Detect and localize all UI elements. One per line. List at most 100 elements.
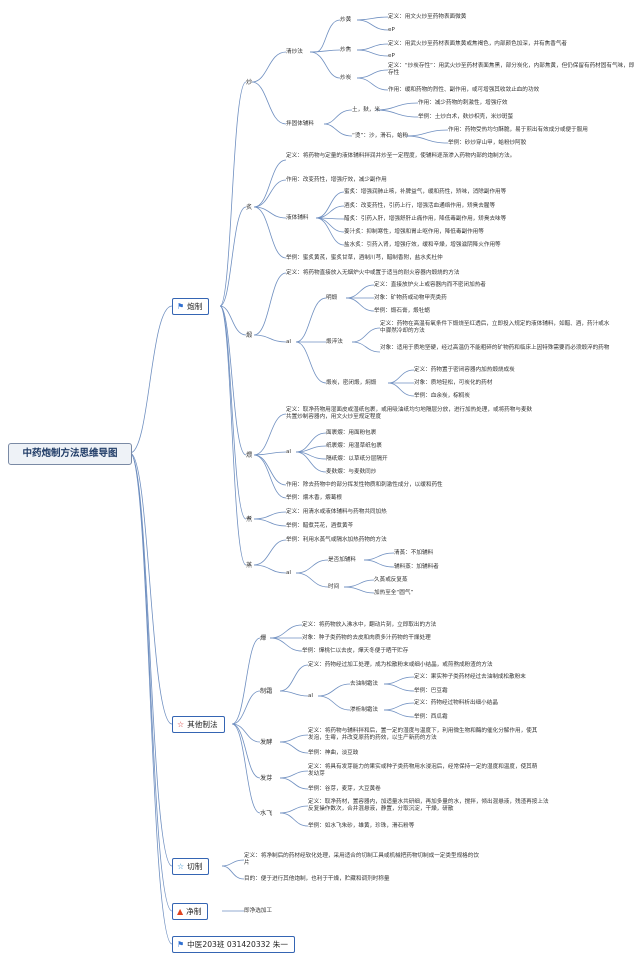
node-shenxi[interactable]: 渗析制霜法 [350,707,378,713]
node-chaotan[interactable]: 炒炭 [340,75,352,81]
duan-def: 定义：将药物直接放入无烟炉火中或置于适当的耐火容器内煅烧的方法 [286,270,460,276]
menduan-obj: 对象：质地轻松，可炭化的药材 [414,380,493,386]
tang-eg: 举例：砂炒穿山甲，蛤粉炒阿胶 [448,140,527,146]
zhi-def: 定义：将药物与定量的液体辅料拌润并炒至一定程度，使辅料逐渐渗入药物内部的炮制方法… [286,153,516,159]
node-faya[interactable]: 发芽 [260,775,273,782]
node-shuang[interactable]: 制霜 [260,688,273,695]
node-menduan[interactable]: 煅炭，密闭煅，焖煅 [326,380,377,386]
root-node[interactable]: 中药炮制方法思维导图 [8,443,132,465]
node-zhi-liquid[interactable]: 液体辅料 [286,215,309,221]
zheng-time-b: 加热至全“圆气” [374,590,414,596]
node-zhi[interactable]: 炙 [246,204,253,211]
jing-text: 即净选加工 [244,908,272,914]
flag-icon: ⚑ [177,302,185,311]
tu-eg: 举例：土炒白术，麸炒枳壳，米炒斑蝥 [418,114,514,120]
wei-def: 定义：取净药物用湿面皮或湿纸包裹，或用吸油纸均匀地隔层分放，进行加热处理，或将药… [286,407,533,421]
mingduan-obj: 对象：矿物药或动物甲壳类药 [374,295,447,301]
qie-def: 定义：将净制后的药材经软化处理，采用适合的切制工具或机械把药物切制成一定类型规格… [244,853,479,867]
zhi-item: 酒炙：改变药性，引药上行，增强活血通络作用，矫臭去腥等 [344,203,496,209]
star-icon: ☆ [177,720,185,729]
node-chao[interactable]: 炒 [246,79,253,86]
wei-item: 隔纸煨：以草纸分层隔开 [326,456,388,462]
category-author[interactable]: ⚑中医203班 031420332 朱一 [172,936,295,953]
mingduan-def: 定义：直接放炉火上或容器内而不密闭加热者 [374,282,486,288]
zheng-time-a: 久蒸或反复蒸 [374,577,408,583]
zhi-use: 作用：改变药性，增强疗效，减少副作用 [286,177,387,183]
category-other[interactable]: ☆其他制法 [172,716,225,733]
node-chaojiao[interactable]: 炒焦 [340,47,352,53]
node-quyou[interactable]: 去油制霜法 [350,681,378,687]
cuiduan-obj: 对象：适用于质地坚硬，经过高温仍不能粗碎的矿物药和临床上因特殊需要而必须煅淬的药… [380,345,610,351]
node-fajiao[interactable]: 发酵 [260,739,273,746]
dan-obj: 对象：种子类药物的去皮和肉质多汁药物的干燥处理 [302,635,431,641]
dan-eg: 举例：燀桃仁以去皮，燀天冬便于晒干贮存 [302,648,409,654]
category-label: 中医203班 031420332 朱一 [187,940,288,949]
shenxi-eg: 举例：西瓜霜 [414,714,448,720]
zhu-eg: 举例：醋煮芫花，酒煮黄芩 [286,523,354,529]
category-label: 其他制法 [187,720,218,729]
chaohuang-def: 定义：用文火炒至药物表面微黄 [388,14,467,20]
wei-item: 面裹煨：用面粉包裹 [326,430,377,436]
category-label: 炮制 [187,302,203,311]
fajiao-eg: 举例：神曲，淡豆豉 [308,750,359,756]
shuifei-eg: 举例：如水飞朱砂，雄黄，珍珠，滑石粉等 [308,823,415,829]
wei-item: 纸裹煨：用湿草纸包裹 [326,443,382,449]
zhi-eg: 举例：蜜炙黄芪，蜜炙甘草，酒制川芎，醋制香附，盐水炙杜仲 [286,255,443,261]
tu-use: 作用：减少药物的刺激性，增强疗效 [418,100,508,106]
zheng-fuliao-a: 清蒸：不加辅料 [394,550,434,556]
node-mingduan[interactable]: 明煅 [326,295,338,301]
category-jingzhi[interactable]: ▲净制 [172,903,209,920]
qie-goal: 目的：便于进行其他炮制，也利于干燥，贮藏和调剂时称量 [244,876,390,882]
zheng-fuliao-b: 辅料蒸：加辅料者 [394,564,439,570]
menduan-def: 定义：药物置于密闭容器内加热煅烧成炭 [414,367,515,373]
node-tang[interactable]: “烫”：沙，滑石，蛤粉 [352,133,409,139]
dan-def: 定义：将药物放入沸水中，翻动片刻，立即取出的方法 [302,622,437,628]
node-dan[interactable]: 燀 [260,635,267,642]
node-cuiduan[interactable]: 煅淬法 [326,339,343,345]
wei-item: 麦麸煨：与麦麸同炒 [326,469,377,475]
wei-al: aI [286,449,292,455]
node-zhu[interactable]: 煮 [246,516,253,523]
node-qingchao[interactable]: 清炒法 [286,49,303,55]
shuifei-def: 定义：取净药材，置容器内，加适量水共研细，再加多量的水，搅拌，倾出混悬液，残渣再… [308,799,549,813]
wei-eg: 举例：煨木香，煨葛根 [286,495,342,501]
shuang-def: 定义：药物经过加工处理，成为松散粉末或细小结晶，或煎熬成粉渣的方法 [308,662,493,668]
zhi-item: 蜜炙：增强润肺止咳，补脾益气，缓和药性，矫味，消除副作用等 [344,189,507,195]
menduan-eg: 举例：血余炭，棕榈炭 [414,393,470,399]
chaojiao-eg: eP [388,53,395,59]
chaotan-def: 定义：“炒炭存性”：用武火炒至药材表面焦黑，部分炭化，内部焦黄，但仍保留有药材固… [388,63,635,77]
node-wei[interactable]: 煨 [246,452,253,459]
category-qiezhi[interactable]: ☆切制 [172,858,210,875]
node-shuifei[interactable]: 水飞 [260,810,273,817]
zhi-item: 醋炙：引药入肝，增强舒肝止痛作用，降低毒副作用，矫臭去味等 [344,216,507,222]
mingduan-eg: 举例：煅石膏，煅牡蛎 [374,308,430,314]
zheng-al: aI [286,570,292,576]
category-paozhi[interactable]: ⚑炮制 [172,298,210,315]
shuang-al: aI [308,693,314,699]
node-zheng[interactable]: 蒸 [246,562,253,569]
node-chaohuang[interactable]: 炒黄 [340,17,352,23]
faya-eg: 举例：谷芽，麦芽，大豆黄卷 [308,786,381,792]
chaohuang-eg: eP [388,27,395,33]
wei-use: 作用：除去药物中的部分挥发性物质和刺激性成分，以缓和药性 [286,482,443,488]
quyou-def: 定义：果实种子类药材经过去油制成松散粉末 [414,674,526,680]
chaotan-use: 作用：缓和药物的烈性、副作用，或可增强其收敛止血的功效 [388,87,540,93]
node-zheng-fuliao[interactable]: 是否加辅料 [328,557,356,563]
tang-use: 作用：药物受热均匀酥脆，易于煎出有效成分或便于服用 [448,127,588,133]
node-fuliao[interactable]: 拌固体辅料 [286,121,314,127]
duan-al: aI [286,339,292,345]
category-label: 净制 [186,907,202,916]
zhi-item: 姜汁炙：抑制寒性，增强和胃止呕作用，降低毒副作用等 [344,229,484,235]
faya-def: 定义：将具有发芽能力的果实或种子类药物用水浸泡后，经常保持一定的湿度和温度，使其… [308,764,538,778]
quyou-eg: 举例：巴豆霜 [414,688,448,694]
zhi-item: 盐水炙：引药入肾，增强疗效，缓和辛燥，增强滋阴降火作用等 [344,242,501,248]
zhu-def: 定义：用清水或液体辅料与药物共同加热 [286,509,387,515]
flag-icon: ⚑ [177,940,185,949]
cuiduan-def: 定义：药物在高温有氧条件下煅烧至红透后，立即投入规定的液体辅料，如醋、酒，药汁或… [380,321,610,335]
chaojiao-def: 定义：用武火炒至药材表面焦黄或焦褐色，内部颜色加深，并有焦香气者 [388,41,568,47]
category-label: 切制 [187,862,203,871]
node-tu[interactable]: 土，麸，米 [352,107,380,113]
node-duan[interactable]: 煅 [246,332,253,339]
node-zheng-time[interactable]: 时间 [328,584,340,590]
